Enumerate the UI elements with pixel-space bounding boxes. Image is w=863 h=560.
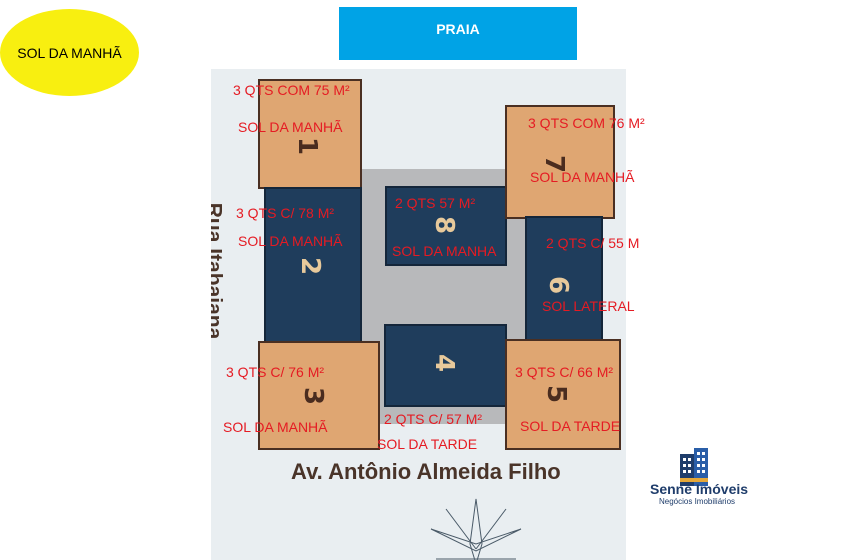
unit-3-number: 3 — [298, 386, 329, 406]
logo-name: Senne Imóveis — [650, 481, 749, 497]
unit-6: 6 — [525, 216, 603, 356]
unit-7-area-label: 3 QTS COM 76 M² — [528, 115, 645, 131]
floor-plan: 1 2 3 8 4 7 6 5 Rua Itabaiana Av. Antôni… — [211, 69, 626, 560]
unit-4-number: 4 — [429, 353, 460, 373]
unit-2-number: 2 — [295, 256, 326, 276]
unit-6-number: 6 — [543, 275, 574, 295]
unit-1-sun-label: SOL DA MANHÃ — [238, 119, 343, 135]
unit-8-sun-label: SOL DA MANHA — [392, 243, 497, 259]
unit-8-number: 8 — [429, 215, 460, 235]
badge-text: SOL DA MANHÃ — [17, 44, 122, 61]
unit-8: 8 — [385, 186, 507, 266]
unit-5: 5 — [505, 339, 621, 450]
unit-5-number: 5 — [541, 384, 572, 404]
unit-1: 1 — [258, 79, 362, 189]
unit-4-sun-label: SOL DA TARDE — [377, 436, 478, 452]
unit-3-sun-label: SOL DA MANHÃ — [223, 419, 328, 435]
unit-6-sun-label: SOL LATERAL — [542, 298, 635, 314]
beach-header: PRAIA — [339, 7, 577, 60]
unit-1-number: 1 — [292, 136, 323, 156]
unit-8-area-label: 2 QTS 57 M² — [395, 195, 476, 211]
street-av-antonio-almeida-filho: Av. Antônio Almeida Filho — [291, 459, 561, 484]
unit-2-area-label: 3 QTS C/ 78 M² — [236, 205, 335, 221]
compass-rose-icon — [430, 498, 522, 560]
unit-5-area-label: 3 QTS C/ 66 M² — [515, 364, 614, 380]
unit-3-area-label: 3 QTS C/ 76 M² — [226, 364, 325, 380]
logo-tagline: Negócios Imobiliários — [659, 497, 736, 506]
unit-4: 4 — [384, 324, 507, 407]
unit-2-sun-label: SOL DA MANHÃ — [238, 233, 343, 249]
unit-4-area-label: 2 QTS C/ 57 M² — [384, 411, 483, 427]
building-logo-icon — [680, 448, 708, 486]
street-rua-itabaiana: Rua Itabaiana — [211, 202, 226, 340]
senne-imoveis-logo: Senne Imóveis Negócios Imobiliários — [650, 448, 762, 508]
unit-5-sun-label: SOL DA TARDE — [520, 418, 621, 434]
unit-7-sun-label: SOL DA MANHÃ — [530, 169, 635, 185]
unit-3: 3 — [258, 341, 380, 450]
unit-1-area-label: 3 QTS COM 75 M² — [233, 82, 350, 98]
unit-6-area-label: 2 QTS C/ 55 M — [546, 235, 640, 251]
sun-morning-badge: SOL DA MANHÃ — [0, 9, 139, 96]
